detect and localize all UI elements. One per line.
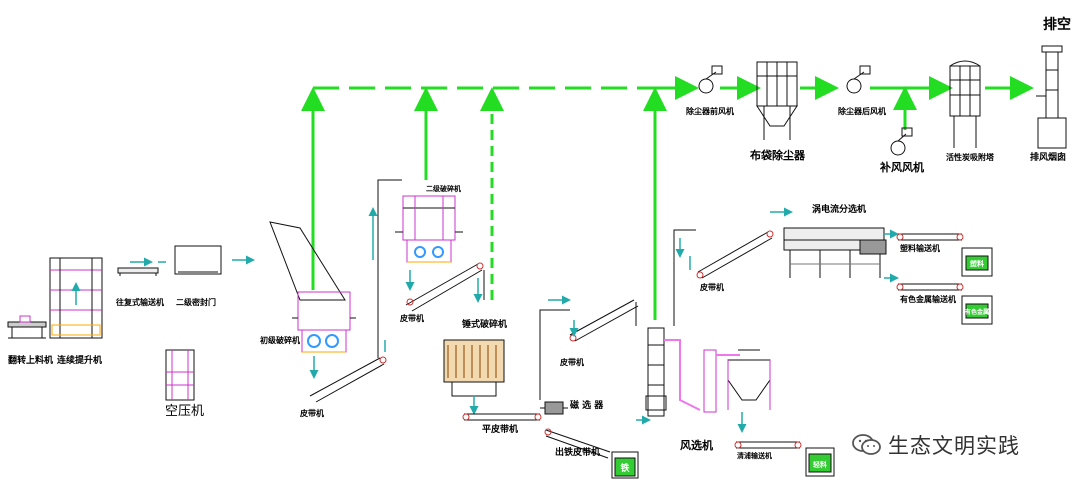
secondary-crusher-label: 二级破碎机	[426, 185, 461, 193]
wechat-icon	[852, 434, 881, 455]
magnetic-separator	[540, 401, 568, 415]
makeup-fan-label: 补风风机	[880, 161, 924, 174]
light-bin-label: 轻料	[813, 461, 827, 469]
magnetic-separator-label: 磁 选 器	[570, 401, 604, 411]
belt-conveyor-4-label: 皮带机	[700, 283, 724, 292]
light-material-conveyor	[734, 441, 835, 477]
belt-conveyor-4	[673, 207, 793, 326]
bag-filter-label: 布袋除尘器	[750, 149, 805, 162]
flat-belt-conveyor	[462, 413, 542, 421]
nonferrous-bin-label: 有色金属	[964, 309, 989, 316]
air-duct-network	[301, 76, 1034, 320]
hammer-crusher-label: 锤式破碎机	[462, 320, 508, 330]
light-material-conveyor-label: 清浦输送机	[737, 452, 772, 460]
flip-loader-label: 翻转上料机	[8, 356, 54, 366]
reciprocating-conveyor	[117, 267, 159, 276]
watermark: 生态文明实践	[852, 430, 1020, 460]
hammer-crusher	[443, 339, 505, 415]
belt-conveyor-2	[405, 262, 485, 312]
secondary-seal-door	[174, 245, 222, 275]
exhaust-top-label: 排空	[1043, 17, 1071, 33]
makeup-fan	[890, 127, 913, 156]
carbon-adsorber-label: 活性炭吸附塔	[946, 153, 994, 162]
air-compressor	[165, 349, 195, 401]
nonferrous-conveyor	[896, 283, 993, 325]
continuous-elevator	[49, 257, 103, 339]
air-separator	[636, 327, 701, 425]
iron-belt-conveyor-label: 出铁皮带机	[555, 448, 601, 458]
continuous-elevator-label: 连续提升机	[57, 356, 103, 366]
bag-filter	[756, 61, 798, 140]
air-separator-label: 风选机	[680, 439, 713, 452]
iron-belt-conveyor	[544, 428, 639, 479]
flip-loader	[7, 315, 47, 339]
reciprocating-conveyor-label: 往复式输送机	[116, 298, 164, 307]
belt-conveyor-1-label: 皮带机	[300, 409, 324, 418]
exhaust-stack-label: 排风烟囱	[1030, 153, 1067, 163]
primary-crusher	[269, 221, 356, 353]
belt-conveyor-1	[309, 179, 402, 403]
belt-conveyor-3	[539, 295, 639, 400]
post-dust-fan-label: 除尘器后风机	[838, 107, 886, 116]
exhaust-stack	[1036, 45, 1067, 149]
nonferrous-conveyor-label: 有色金属输送机	[900, 295, 956, 304]
eddy-current-separator	[783, 227, 887, 278]
flat-belt-conveyor-label: 平皮带机	[482, 425, 519, 435]
post-dust-fan	[846, 65, 871, 94]
air-compressor-label: 空压机	[165, 404, 205, 419]
iron-bin-label: 铁	[620, 464, 630, 474]
plastic-conveyor-label: 塑料输送机	[900, 244, 940, 253]
cyclone-collector	[703, 349, 771, 433]
secondary-crusher	[395, 195, 463, 263]
plastic-bin-label: 塑料	[970, 260, 984, 268]
watermark-text: 生态文明实践	[888, 434, 1020, 458]
primary-crusher-label: 初级破碎机	[260, 336, 300, 345]
pre-dust-fan-label: 除尘器前风机	[686, 107, 734, 116]
belt-conveyor-3-label: 皮带机	[560, 358, 584, 367]
eddy-current-separator-label: 涡电流分选机	[812, 205, 867, 215]
carbon-adsorber	[949, 60, 981, 148]
belt-conveyor-2-label: 皮带机	[400, 314, 424, 323]
pre-dust-fan	[698, 65, 723, 94]
secondary-seal-door-label: 二级密封门	[176, 298, 216, 307]
plastic-conveyor	[896, 233, 993, 277]
